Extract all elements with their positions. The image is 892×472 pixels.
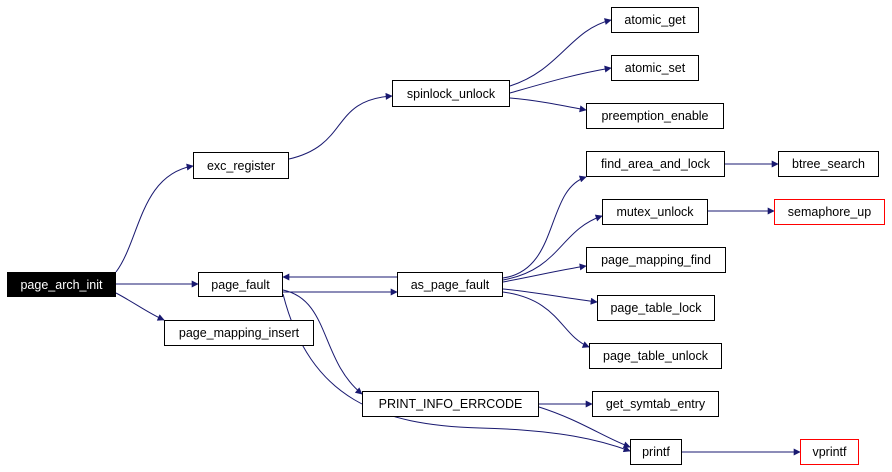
node-page-table-unlock[interactable]: page_table_unlock [589, 343, 722, 369]
node-print-info-errcode[interactable]: PRINT_INFO_ERRCODE [362, 391, 539, 417]
node-atomic-set[interactable]: atomic_set [611, 55, 699, 81]
node-atomic-get[interactable]: atomic_get [611, 7, 699, 33]
node-page-mapping-insert[interactable]: page_mapping_insert [164, 320, 314, 346]
node-preemption-enable[interactable]: preemption_enable [586, 103, 724, 129]
node-page-mapping-find[interactable]: page_mapping_find [586, 247, 726, 273]
edge-as-page-fault-to-page-table-lock [502, 288, 598, 305]
edge-as-page-fault-to-page-mapping-find [502, 263, 587, 283]
edge-spinlock-unlock-to-atomic-set [509, 65, 612, 94]
node-page-arch-init[interactable]: page_arch_init [7, 272, 116, 297]
edge-exc-register-to-spinlock-unlock [288, 92, 393, 160]
node-spinlock-unlock[interactable]: spinlock_unlock [392, 80, 510, 107]
node-get-symtab-entry[interactable]: get_symtab_entry [592, 391, 719, 417]
edge-as-page-fault-to-find-area-and-lock [502, 175, 587, 279]
node-mutex-unlock[interactable]: mutex_unlock [602, 199, 708, 225]
node-exc-register[interactable]: exc_register [193, 152, 289, 179]
node-as-page-fault[interactable]: as_page_fault [397, 272, 503, 297]
edge-page-fault-to-print-info-errcode [282, 289, 363, 395]
node-vprintf[interactable]: vprintf [800, 439, 859, 465]
edge-page-arch-init-to-page-mapping-insert [115, 292, 165, 321]
edge-page-arch-init-to-exc-register [115, 163, 194, 273]
node-page-table-lock[interactable]: page_table_lock [597, 295, 715, 321]
edge-as-page-fault-to-page-table-unlock [502, 291, 590, 348]
edge-as-page-fault-to-mutex-unlock [502, 214, 603, 281]
edge-spinlock-unlock-to-preemption-enable [509, 97, 587, 113]
edge-print-info-errcode-to-printf [538, 406, 631, 449]
edge-spinlock-unlock-to-atomic-get [509, 18, 612, 87]
node-find-area-and-lock[interactable]: find_area_and_lock [586, 151, 725, 177]
node-semaphore-up[interactable]: semaphore_up [774, 199, 885, 225]
node-printf[interactable]: printf [630, 439, 682, 465]
node-page-fault[interactable]: page_fault [198, 272, 283, 297]
edge-page-fault-to-printf [282, 293, 631, 453]
node-btree-search[interactable]: btree_search [778, 151, 879, 177]
